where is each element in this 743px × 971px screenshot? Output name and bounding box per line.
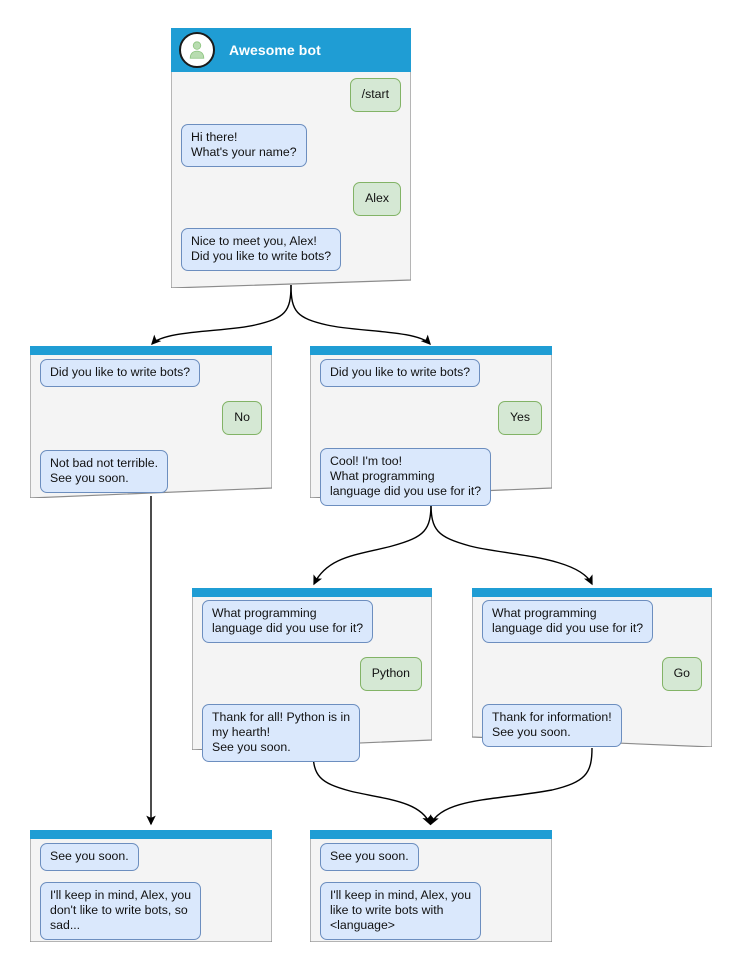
message-bubble-bot: What programming language did you use fo… (482, 600, 654, 643)
edge-python-to-end-happy (312, 750, 432, 826)
chat-header-bar (472, 588, 712, 597)
message-bubble-bot: I'll keep in mind, Alex, you like to wri… (320, 882, 482, 940)
message-row: Did you like to write bots? (320, 359, 542, 387)
card-yes-branch[interactable]: Did you like to write bots? Yes Cool! I'… (310, 346, 552, 506)
chat-header-bar (30, 830, 272, 839)
message-bubble-bot: See you soon. (40, 843, 139, 871)
message-row: Not bad not terrible. See you soon. (40, 450, 262, 493)
edge-yes-to-python (313, 502, 432, 586)
message-row: Thank for information! See you soon. (482, 704, 702, 747)
edge-yes-to-go (430, 502, 593, 586)
message-row: Go (482, 657, 702, 691)
message-bubble-bot: Hi there! What's your name? (181, 124, 307, 167)
message-bubble-bot: Did you like to write bots? (320, 359, 481, 387)
message-bubble-bot: What programming language did you use fo… (202, 600, 374, 643)
message-bubble-bot: See you soon. (320, 843, 419, 871)
edge-start-to-no (151, 284, 292, 346)
message-row: Did you like to write bots? (40, 359, 262, 387)
message-bubble-bot: Nice to meet you, Alex! Did you like to … (181, 228, 342, 271)
message-row: Thank for all! Python is in my hearth! S… (202, 704, 422, 762)
edge-start-to-yes (290, 284, 431, 346)
message-row: What programming language did you use fo… (482, 600, 702, 643)
messages-yes-branch: Did you like to write bots? Yes Cool! I'… (310, 359, 552, 506)
messages-go-branch: What programming language did you use fo… (472, 600, 712, 747)
card-end-happy[interactable]: See you soon. I'll keep in mind, Alex, y… (310, 830, 552, 942)
message-row: See you soon. (40, 843, 262, 871)
card-python-branch[interactable]: What programming language did you use fo… (192, 588, 432, 762)
message-row: Hi there! What's your name? (181, 124, 401, 167)
message-row: Alex (181, 182, 401, 216)
message-bubble-user: Yes (497, 401, 542, 435)
message-row: Cool! I'm too! What programming language… (320, 448, 542, 506)
message-row: I'll keep in mind, Alex, you like to wri… (320, 882, 542, 940)
message-row: I'll keep in mind, Alex, you don't like … (40, 882, 262, 940)
chat-header-start: Awesome bot (171, 28, 411, 72)
card-go-branch[interactable]: What programming language did you use fo… (472, 588, 712, 747)
message-bubble-bot: Not bad not terrible. See you soon. (40, 450, 169, 493)
message-row: What programming language did you use fo… (202, 600, 422, 643)
message-bubble-bot: Thank for all! Python is in my hearth! S… (202, 704, 361, 762)
message-row: See you soon. (320, 843, 542, 871)
message-bubble-bot: Cool! I'm too! What programming language… (320, 448, 492, 506)
message-bubble-bot: I'll keep in mind, Alex, you don't like … (40, 882, 202, 940)
chat-header-bar (310, 830, 552, 839)
message-bubble-user: No (222, 401, 262, 435)
chat-header-bar (30, 346, 272, 355)
messages-end-sad: See you soon. I'll keep in mind, Alex, y… (30, 843, 272, 940)
message-bubble-bot: Did you like to write bots? (40, 359, 201, 387)
message-row: Python (202, 657, 422, 691)
chat-header-bar (192, 588, 432, 597)
message-row: No (40, 401, 262, 435)
message-bubble-bot: Thank for information! See you soon. (482, 704, 622, 747)
messages-end-happy: See you soon. I'll keep in mind, Alex, y… (310, 843, 552, 940)
message-row: Nice to meet you, Alex! Did you like to … (181, 228, 401, 271)
chat-header-bar (310, 346, 552, 355)
message-bubble-user: Alex (353, 182, 401, 216)
messages-python-branch: What programming language did you use fo… (192, 600, 432, 762)
message-bubble-user: /start (349, 78, 401, 112)
messages-no-branch: Did you like to write bots? No Not bad n… (30, 359, 272, 493)
card-no-branch[interactable]: Did you like to write bots? No Not bad n… (30, 346, 272, 498)
avatar (179, 32, 215, 68)
card-start[interactable]: Awesome bot /start Hi there! What's your… (171, 28, 411, 288)
edge-go-to-end-happy (430, 747, 593, 826)
message-bubble-user: Go (661, 657, 702, 691)
message-row: /start (181, 78, 401, 112)
message-row: Yes (320, 401, 542, 435)
messages-start: /start Hi there! What's your name? Alex … (171, 78, 411, 271)
bot-title: Awesome bot (229, 42, 321, 58)
message-bubble-user: Python (359, 657, 422, 691)
card-end-sad[interactable]: See you soon. I'll keep in mind, Alex, y… (30, 830, 272, 942)
